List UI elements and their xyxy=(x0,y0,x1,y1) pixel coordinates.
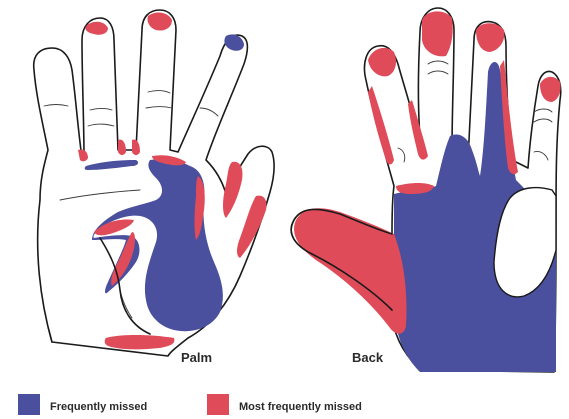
legend-label-frequently-missed: Frequently missed xyxy=(50,401,147,413)
legend-label-most-frequently-missed: Most frequently missed xyxy=(239,401,362,413)
legend-swatch-most-frequently-missed xyxy=(207,394,229,415)
palm-hand xyxy=(34,10,274,356)
palm-red-finger-joint-2 xyxy=(118,140,126,156)
back-hand xyxy=(291,8,561,372)
back-view-label: Back xyxy=(352,350,384,365)
legend-swatch-frequently-missed xyxy=(18,394,40,415)
back-red-thumb xyxy=(294,208,406,334)
palm-view-label: Palm xyxy=(181,350,212,365)
legend: Frequently missed Most frequently missed xyxy=(18,394,362,415)
